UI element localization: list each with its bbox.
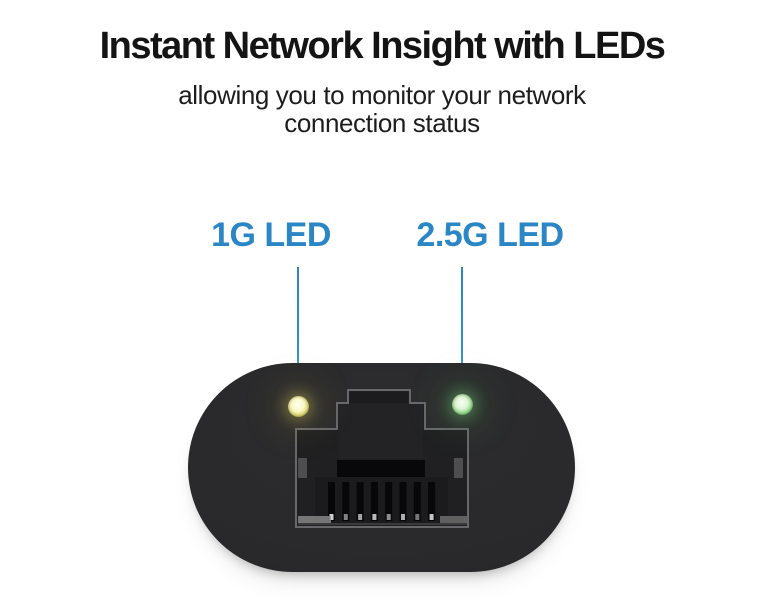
device-body bbox=[188, 363, 575, 572]
page-title: Instant Network Insight with LEDs bbox=[99, 25, 666, 67]
rj45-port-icon bbox=[295, 389, 469, 528]
callout-label-1g-led: 1G LED bbox=[211, 216, 331, 254]
subtitle-line-1: allowing you to monitor your network bbox=[178, 80, 586, 110]
page-subtitle: allowing you to monitor your network con… bbox=[0, 81, 764, 137]
subtitle-line-2: connection status bbox=[284, 108, 480, 138]
leader-line-2-5g-led bbox=[461, 267, 463, 389]
leader-line-1g-led bbox=[297, 267, 299, 391]
led-2-5g-indicator bbox=[452, 394, 473, 415]
callout-label-2-5g-led: 2.5G LED bbox=[416, 216, 564, 254]
led-1g-indicator bbox=[288, 396, 309, 417]
